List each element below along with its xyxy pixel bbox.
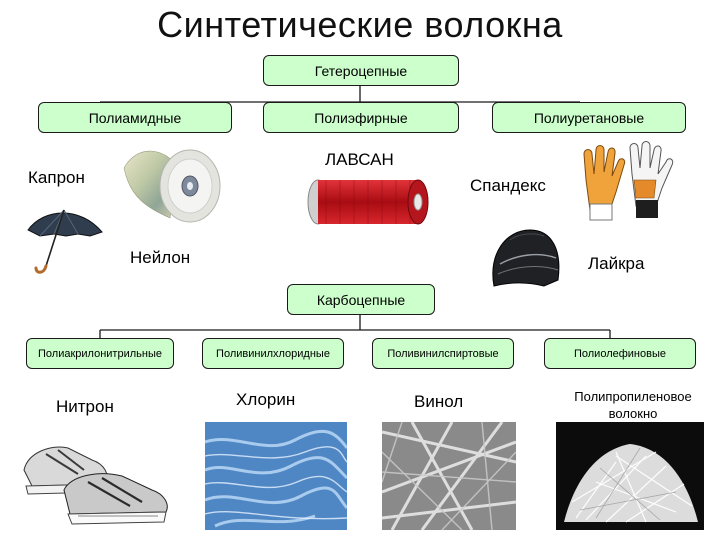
chlorin-label: Хлорин — [236, 390, 296, 409]
polyamide-node: Полиамидные — [38, 102, 232, 133]
thread-spool-icon — [307, 179, 429, 225]
fiber-pile-icon — [556, 422, 704, 530]
gloves-icon — [583, 141, 674, 221]
polyacrylonitrile-node: Полиакрилонитрильные — [26, 338, 174, 369]
polyacrylonitrile-label: Полиакрилонитрильные — [38, 347, 162, 360]
ribbon-roll-icon — [123, 149, 221, 223]
polyester-node: Полиэфирные — [263, 102, 459, 133]
polyurethane-node: Полиуретановые — [492, 102, 686, 133]
cap-icon — [492, 229, 560, 287]
wool-fibers-icon — [205, 422, 347, 530]
polyvinyl-alcohol-label: Поливинилспиртовые — [387, 347, 499, 360]
page-title: Синтетические волокна — [157, 4, 563, 45]
polypropylene-label-line2: волокно — [608, 406, 658, 421]
umbrella-icon — [27, 209, 103, 274]
lycra-label: Лайкра — [588, 254, 645, 273]
nylon-label: Нейлон — [130, 248, 191, 267]
polypropylene-label: Полипропиленовое волокно — [560, 388, 706, 422]
sneakers-icon — [23, 446, 168, 525]
nitron-label: Нитрон — [56, 397, 114, 416]
hetero-chain-label: Гетероцепные — [314, 62, 408, 79]
polyvinyl-chloride-node: Поливинилхлоридные — [202, 338, 344, 369]
polyolefin-label: Полиолефиновые — [573, 347, 666, 360]
polypropylene-label-line1: Полипропиленовое — [574, 389, 692, 404]
lavsan-label: ЛАВСАН — [325, 150, 394, 169]
polyester-label: Полиэфирные — [314, 109, 408, 126]
polyamide-label: Полиамидные — [88, 109, 182, 126]
carbo-chain-label: Карбоцепные — [316, 291, 406, 308]
polyolefin-node: Полиолефиновые — [544, 338, 696, 369]
carbo-chain-node: Карбоцепные — [287, 284, 435, 315]
hetero-chain-node: Гетероцепные — [263, 55, 459, 86]
spandex-label: Спандекс — [470, 176, 546, 195]
polyvinyl-chloride-label: Поливинилхлоридные — [216, 347, 330, 360]
polyvinyl-alcohol-node: Поливинилспиртовые — [372, 338, 514, 369]
polyurethane-label: Полиуретановые — [533, 109, 645, 126]
kapron-label: Капрон — [28, 168, 85, 187]
fiber-mesh-icon — [382, 422, 516, 530]
vinol-label: Винол — [414, 392, 464, 411]
